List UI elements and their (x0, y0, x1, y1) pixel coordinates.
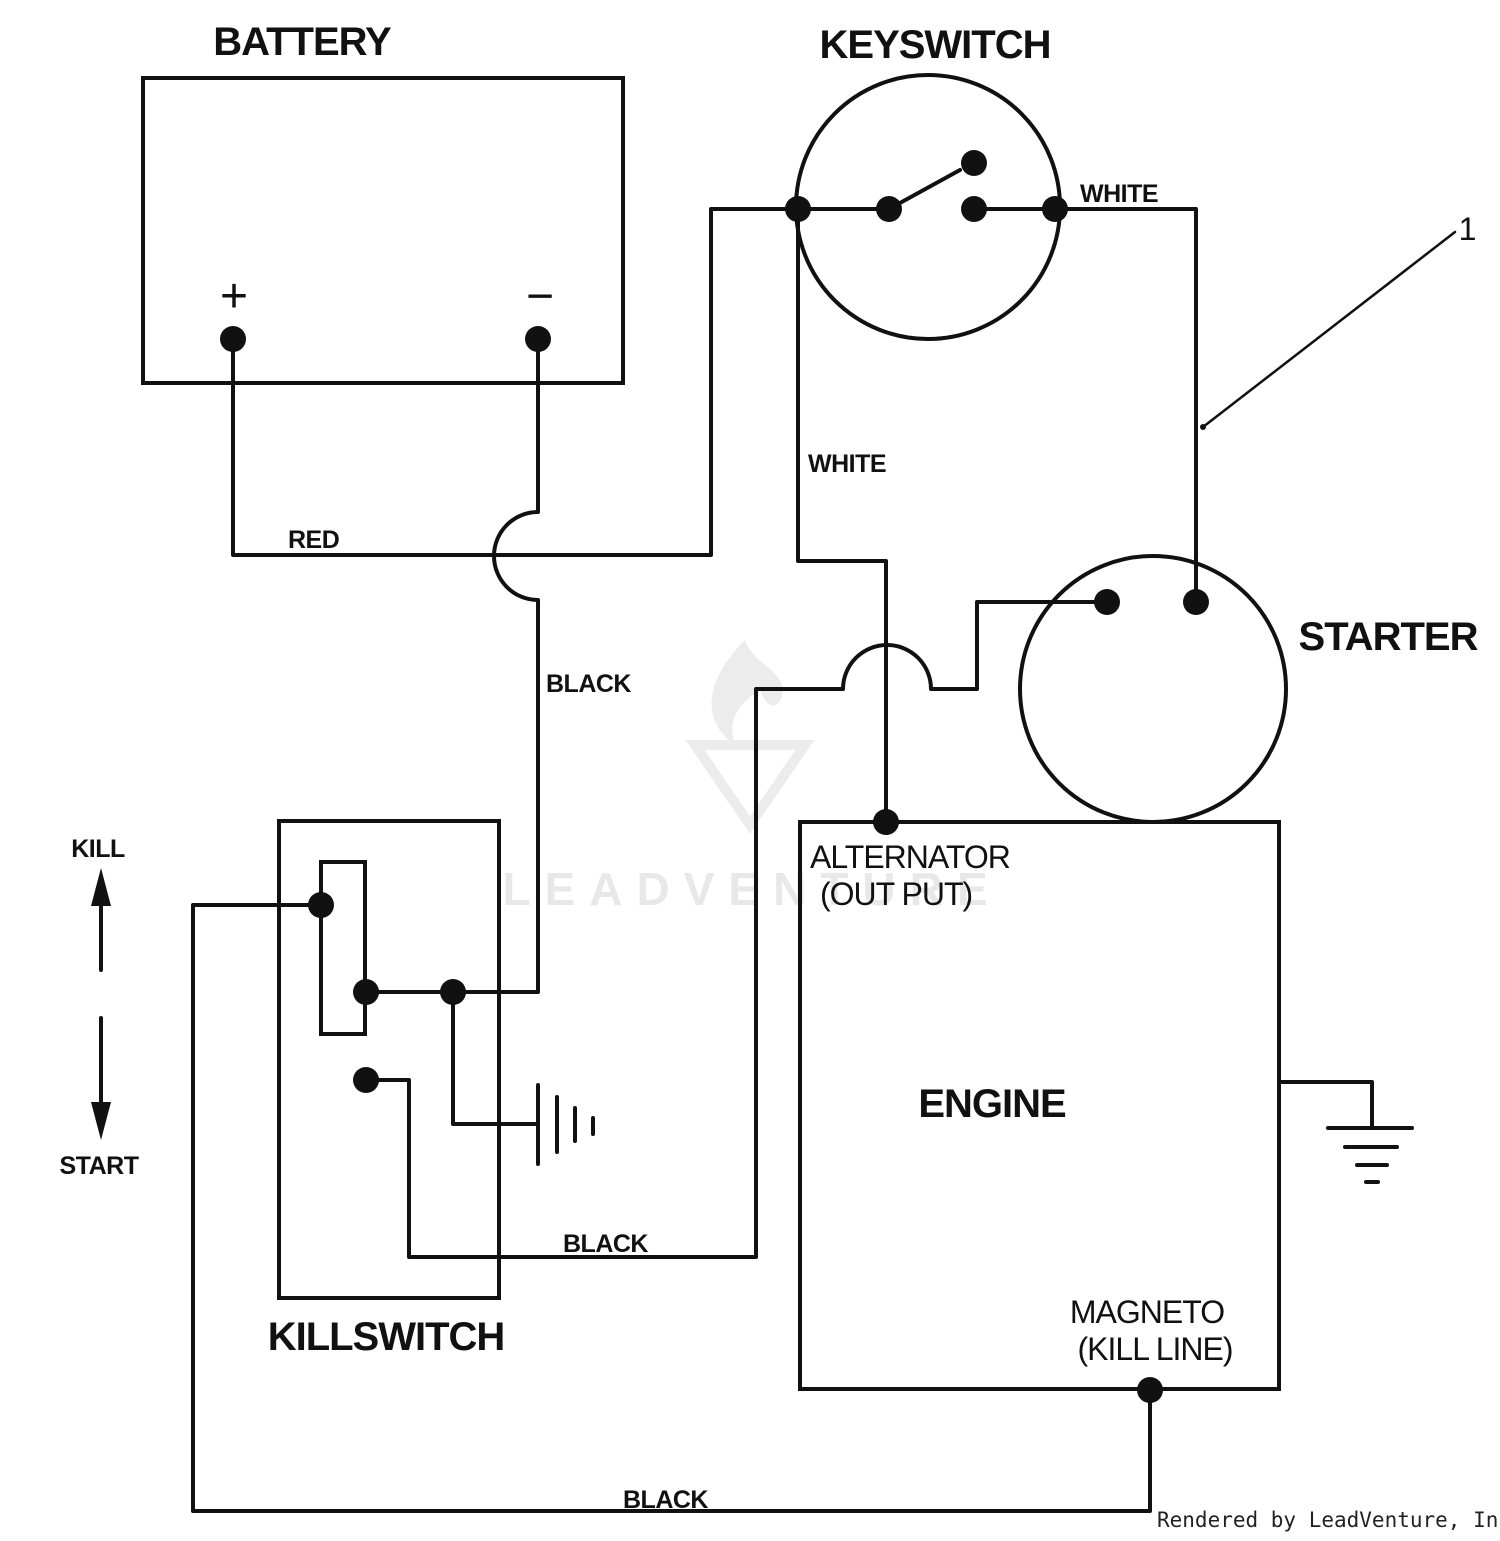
engine-box (798, 820, 1281, 1391)
keyswitch-label: KEYSWITCH (820, 23, 1051, 67)
arrow-up-icon (91, 868, 111, 906)
watermark-logo-icon (711, 640, 783, 745)
killswitch-ground-icon (451, 990, 595, 1166)
direction-indicator: KILL START (60, 835, 140, 1180)
magneto-label: MAGNETO (1070, 1294, 1224, 1330)
alternator-sublabel: (OUT PUT) (820, 876, 972, 912)
starter: STARTER (1018, 554, 1480, 824)
engine-label: ENGINE (918, 1082, 1066, 1126)
keyswitch-contact-bottom (961, 196, 987, 222)
wire-black-battery-negative (451, 337, 540, 994)
wire-white-keyswitch-starter (1053, 207, 1198, 604)
wire-black-killswitch-starter (364, 600, 1109, 1259)
battery-positive-label: + (220, 270, 248, 323)
battery-negative-label: − (526, 270, 554, 323)
keyswitch-contact-top (961, 150, 987, 176)
keyswitch-contact-pivot (876, 196, 902, 222)
direction-start-label: START (60, 1152, 139, 1180)
watermark-text: LEADVENTURE (502, 863, 1001, 915)
wires (191, 207, 1198, 1513)
keyswitch-contact-arm (887, 168, 962, 211)
engine: ALTERNATOR (OUT PUT) ENGINE MAGNETO (KIL… (798, 809, 1281, 1403)
direction-kill-label: KILL (71, 835, 125, 863)
killswitch-slider (319, 860, 367, 1036)
starter-label: STARTER (1299, 615, 1479, 659)
battery-box (141, 76, 625, 385)
killswitch-label: KILLSWITCH (268, 1315, 505, 1359)
wire-red (231, 207, 800, 557)
wire-black-magneto (191, 903, 1152, 1513)
callout-number: 1 (1459, 211, 1476, 247)
keyswitch: KEYSWITCH (785, 23, 1068, 341)
battery-label: BATTERY (213, 20, 392, 64)
battery: BATTERY + − (141, 20, 625, 385)
wire-label-white-vertical: WHITE (808, 450, 886, 478)
killswitch: KILLSWITCH (268, 819, 505, 1359)
magneto-sublabel: (KILL LINE) (1078, 1331, 1233, 1367)
wire-label-red: RED (288, 526, 339, 554)
callout-1: 1 (1200, 211, 1477, 430)
alternator-label: ALTERNATOR (810, 839, 1010, 875)
credit-text: Rendered by LeadVenture, Inc. (1157, 1508, 1500, 1532)
watermark-v-icon (685, 740, 815, 834)
wire-label-white-right: WHITE (1080, 180, 1158, 208)
wire-label-black-vertical: BLACK (546, 670, 631, 698)
wire-label-black-bottom: BLACK (623, 1486, 708, 1514)
wire-white-keyswitch-alternator (796, 207, 888, 824)
starter-body (1018, 554, 1288, 824)
watermark: LEADVENTURE (502, 640, 1001, 915)
arrow-down-icon (91, 1102, 111, 1140)
wire-label-black-killswitch: BLACK (563, 1230, 648, 1258)
engine-ground-icon (1278, 1080, 1414, 1184)
killswitch-box (277, 819, 501, 1300)
